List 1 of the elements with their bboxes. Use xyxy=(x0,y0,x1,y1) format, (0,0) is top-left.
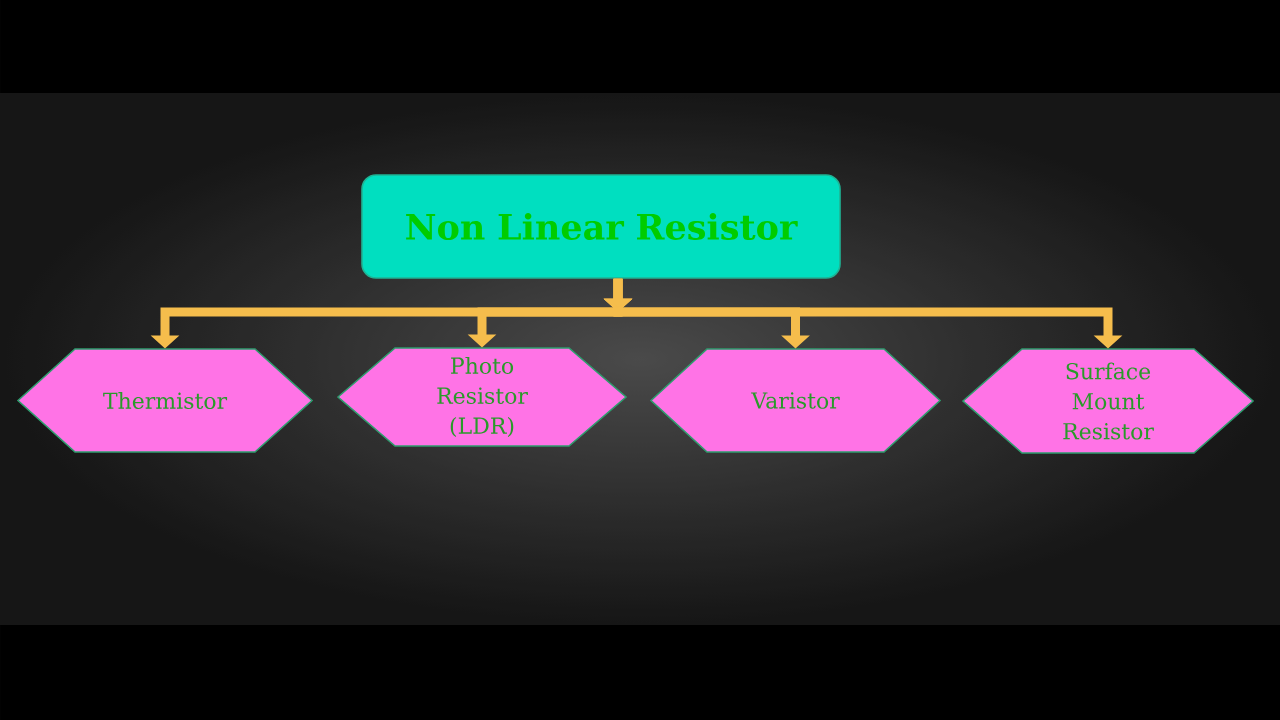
title-box: Non Linear Resistor xyxy=(361,174,841,279)
